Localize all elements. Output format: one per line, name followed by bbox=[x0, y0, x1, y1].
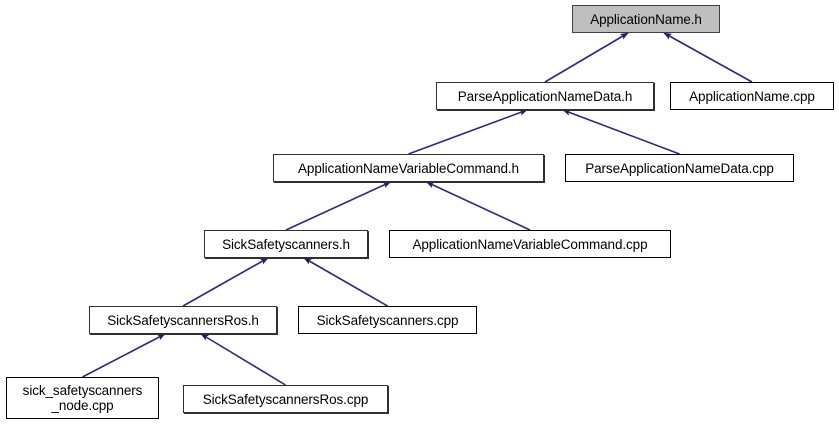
edge-parse-application-name-data-cpp-to-parse-application-name-data-h bbox=[562, 109, 680, 155]
node-sick-safetyscanners-h[interactable]: SickSafetyscanners.h bbox=[204, 230, 368, 258]
edge-application-name-cpp-to-application-name-h bbox=[663, 32, 753, 83]
edge-sick-safetyscanners-h-to-application-name-variable-command-h bbox=[285, 181, 391, 231]
node-parse-application-name-data-cpp[interactable]: ParseApplicationNameData.cpp bbox=[565, 154, 794, 182]
node-application-name-cpp[interactable]: ApplicationName.cpp bbox=[670, 82, 834, 110]
edge-parse-application-name-data-h-to-application-name-h bbox=[544, 32, 629, 83]
edge-application-name-variable-command-cpp-to-application-name-variable-command-h bbox=[426, 181, 531, 231]
edge-sick-safetyscanners-ros-cpp-to-sick-safetyscanners-ros-h bbox=[200, 333, 286, 386]
edge-application-name-variable-command-h-to-parse-application-name-data-h bbox=[408, 109, 528, 155]
node-sick-safetyscanners-ros-cpp[interactable]: SickSafetyscannersRos.cpp bbox=[183, 385, 388, 413]
edge-sick-safetyscanners-cpp-to-sick-safetyscanners-h bbox=[303, 257, 388, 307]
node-sick-safetyscanners-node-cpp[interactable]: sick_safetyscanners _node.cpp bbox=[6, 377, 159, 419]
node-application-name-h[interactable]: ApplicationName.h bbox=[572, 5, 720, 33]
node-application-name-variable-command-cpp[interactable]: ApplicationNameVariableCommand.cpp bbox=[389, 230, 671, 258]
node-sick-safetyscanners-cpp[interactable]: SickSafetyscanners.cpp bbox=[298, 306, 477, 334]
edge-sick-safetyscanners-node-cpp-to-sick-safetyscanners-ros-h bbox=[82, 333, 166, 378]
node-sick-safetyscanners-ros-h[interactable]: SickSafetyscannersRos.h bbox=[89, 306, 277, 334]
edge-sick-safetyscanners-ros-h-to-sick-safetyscanners-h bbox=[182, 257, 269, 307]
node-parse-application-name-data-h[interactable]: ParseApplicationNameData.h bbox=[436, 82, 654, 110]
node-application-name-variable-command-h[interactable]: ApplicationNameVariableCommand.h bbox=[273, 154, 544, 182]
